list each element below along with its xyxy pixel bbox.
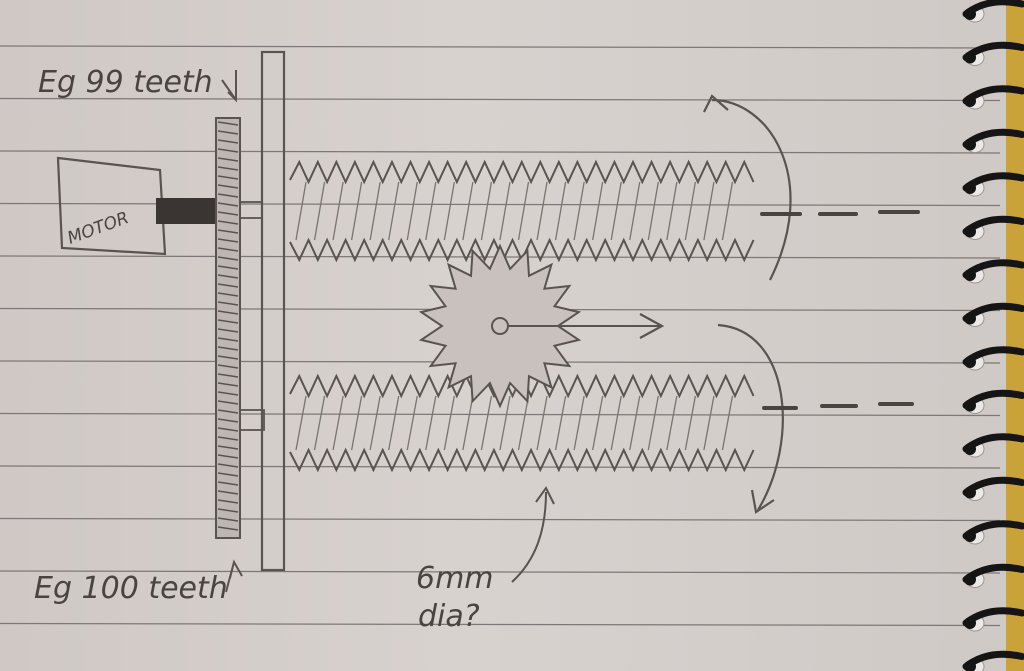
rotation-arrow-top — [703, 94, 792, 281]
screw-size-label-line1: 6mm — [416, 561, 494, 596]
motor: MOTOR — [56, 156, 167, 256]
screw-size-arrow — [511, 486, 555, 583]
spiral-binding — [962, 0, 1024, 671]
arrow-icon — [750, 489, 775, 514]
top-gear-label: Eg 99 teeth — [38, 65, 213, 100]
support-plate — [260, 50, 286, 572]
notebook-edge — [1006, 0, 1024, 671]
arrow-icon — [639, 313, 665, 339]
screw-size-label-line2: dia? — [418, 599, 480, 634]
axis-dashes — [760, 210, 920, 410]
motor-label: MOTOR — [65, 208, 132, 249]
lower-shaft — [239, 409, 265, 431]
arrow-icon — [225, 559, 243, 593]
pinion-gear — [418, 243, 665, 409]
bottom-gear-label: Eg 100 teeth — [34, 571, 228, 606]
arrow-icon — [221, 70, 237, 103]
gear-stack — [215, 117, 241, 539]
rotation-arrow-bottom — [717, 323, 784, 514]
arrow-icon — [535, 486, 555, 505]
motor-shaft — [156, 198, 263, 224]
lead-screw-bottom — [289, 373, 755, 473]
lead-screw-top — [289, 159, 755, 263]
ruled-lines — [0, 45, 1001, 627]
arrow-icon — [703, 94, 729, 113]
